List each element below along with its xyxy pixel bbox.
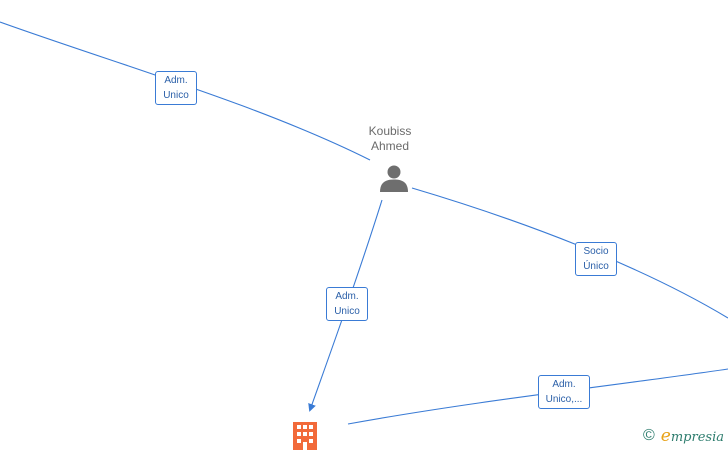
- person-icon[interactable]: [379, 164, 409, 192]
- person-name[interactable]: Koubiss Ahmed: [345, 124, 435, 154]
- person-last-name: Ahmed: [370, 139, 410, 153]
- footer-brand: © empresia: [643, 426, 724, 446]
- edge-label-line: Socio: [583, 246, 609, 257]
- edge-label-line: Unico: [163, 90, 189, 101]
- brand-first-letter: e: [660, 426, 671, 446]
- edge-label-line: Único: [583, 261, 609, 272]
- edge-label-line: Adm.: [164, 75, 188, 86]
- edge-label-right[interactable]: Socio Único: [575, 242, 617, 276]
- edge-label-top-left[interactable]: Adm. Unico: [155, 71, 197, 105]
- edge-label-bottom[interactable]: Adm. Unico,...: [538, 375, 590, 409]
- edge-label-down[interactable]: Adm. Unico: [326, 287, 368, 321]
- edge-right: [411, 187, 728, 319]
- edge-label-line: Adm.: [552, 379, 576, 390]
- building-icon[interactable]: [293, 422, 317, 450]
- copyright-icon: ©: [643, 427, 655, 444]
- edge-label-line: Adm.: [335, 291, 359, 302]
- person-first-name: Koubiss: [368, 124, 412, 138]
- edge-label-line: Unico: [334, 306, 360, 317]
- edge-label-line: Unico,...: [545, 394, 583, 405]
- brand-rest: mpresia: [670, 430, 724, 445]
- brand-logo[interactable]: empresia: [661, 426, 724, 446]
